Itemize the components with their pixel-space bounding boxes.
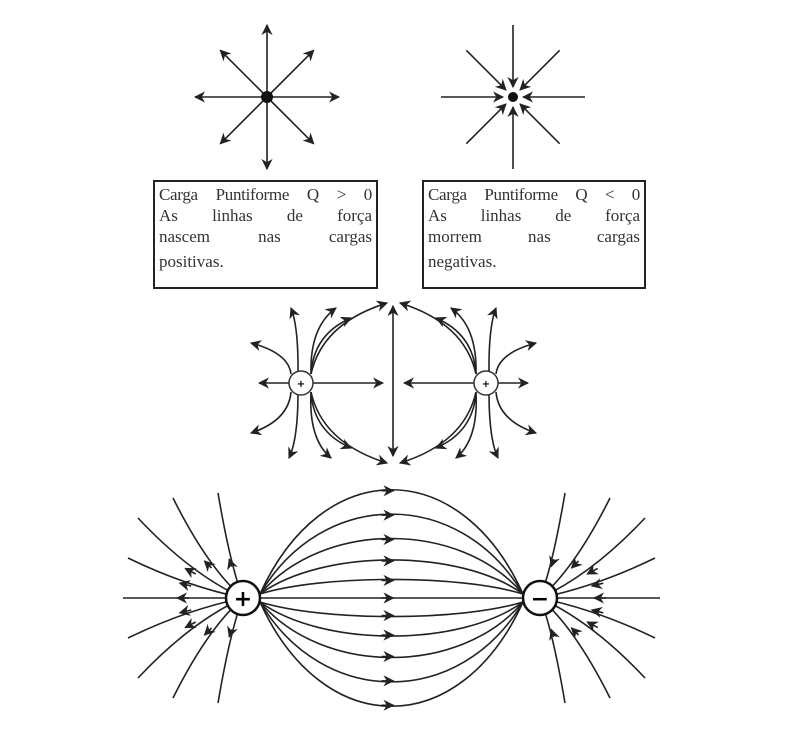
field-line (310, 300, 389, 375)
field-line (434, 391, 477, 450)
field-direction-arrow (203, 623, 216, 636)
field-line (310, 307, 337, 375)
dipole-field-line (259, 601, 524, 618)
field-line (450, 307, 477, 375)
caption-line: As linhas de força (428, 206, 640, 225)
positive-charge-dot (261, 91, 273, 103)
caption-line: As linhas de força (159, 206, 372, 225)
dipole-positive-charge (224, 579, 262, 617)
inward-field-line (519, 49, 561, 91)
dipole-negative-sign: − (531, 587, 549, 612)
dipole-field-line (259, 601, 524, 683)
outer-field-line (127, 557, 244, 599)
inward-field-line (519, 103, 561, 145)
caption-title: Carga Puntiforme Q < 0 (428, 185, 640, 204)
field-line (398, 300, 477, 375)
outer-field-line (127, 597, 244, 639)
field-direction-arrow (227, 625, 238, 638)
field-direction-arrow (590, 606, 604, 618)
negative-point-charge-field (441, 25, 585, 169)
field-direction-arrow (586, 621, 599, 632)
dipole-field-line (259, 559, 524, 595)
field-direction-arrow (184, 567, 197, 579)
dipole-field-line (259, 601, 524, 637)
field-line (310, 391, 389, 466)
field-direction-arrow (203, 560, 216, 573)
field-direction-arrow (570, 556, 583, 569)
outer-field-line (172, 597, 244, 699)
caption-line: positivas. (159, 252, 224, 271)
caption-title: Carga Puntiforme Q > 0 (159, 185, 372, 204)
field-line (289, 306, 300, 375)
field-line (309, 391, 332, 459)
dipole-negative-charge (521, 579, 559, 617)
field-line (398, 391, 477, 466)
dipole-field (123, 485, 660, 711)
dipole-field-line (259, 513, 524, 595)
field-line (249, 340, 292, 375)
outward-field-line (219, 96, 268, 145)
field-line (310, 391, 353, 450)
field-direction-arrow (590, 578, 604, 590)
caption-line: negativas. (428, 252, 497, 271)
caption-line: morrem nas cargas (428, 227, 640, 246)
charge-labels: + + + − (234, 379, 549, 612)
dipole-positive-sign: + (234, 587, 252, 612)
field-direction-arrow (586, 564, 599, 575)
outer-field-line (539, 557, 656, 599)
field-line (495, 340, 538, 375)
field-direction-arrow (178, 604, 192, 616)
outward-field-line (266, 49, 315, 98)
caption-line: nascem nas cargas (159, 227, 372, 246)
two-positive-charges-field (249, 300, 538, 466)
outward-field-line (219, 49, 268, 98)
field-line (488, 391, 499, 460)
inward-field-line (465, 103, 507, 145)
inward-field-line (465, 49, 507, 91)
negative-charge-caption: Carga Puntiforme Q < 0 As linhas de forç… (422, 180, 646, 289)
field-line (288, 391, 299, 460)
field-direction-arrow (549, 628, 560, 641)
field-line (434, 316, 477, 375)
outer-field-line (539, 597, 656, 639)
field-line (249, 391, 292, 436)
dipole-field-line (259, 488, 524, 595)
field-direction-arrow (549, 555, 560, 568)
right-small-charge-sign: + (482, 379, 490, 390)
outer-field-line (172, 497, 244, 599)
positive-point-charge-field (193, 23, 341, 171)
field-line (310, 316, 353, 375)
field-line (455, 391, 478, 459)
dipole-field-line (259, 578, 524, 595)
left-small-charge-sign: + (297, 379, 305, 390)
outer-field-line (539, 597, 611, 699)
field-direction-arrow (227, 558, 238, 571)
small-positive-charge (288, 370, 314, 396)
field-line (487, 306, 498, 375)
field-direction-arrow (570, 627, 583, 640)
outward-field-line (266, 96, 315, 145)
field-line (495, 391, 538, 436)
small-positive-charge (473, 370, 499, 396)
negative-charge-dot (508, 92, 518, 102)
outer-field-line (539, 497, 611, 599)
field-direction-arrow (178, 580, 192, 592)
positive-charge-caption: Carga Puntiforme Q > 0 As linhas de forç… (153, 180, 378, 289)
dipole-field-line (259, 601, 524, 708)
field-direction-arrow (184, 617, 197, 629)
